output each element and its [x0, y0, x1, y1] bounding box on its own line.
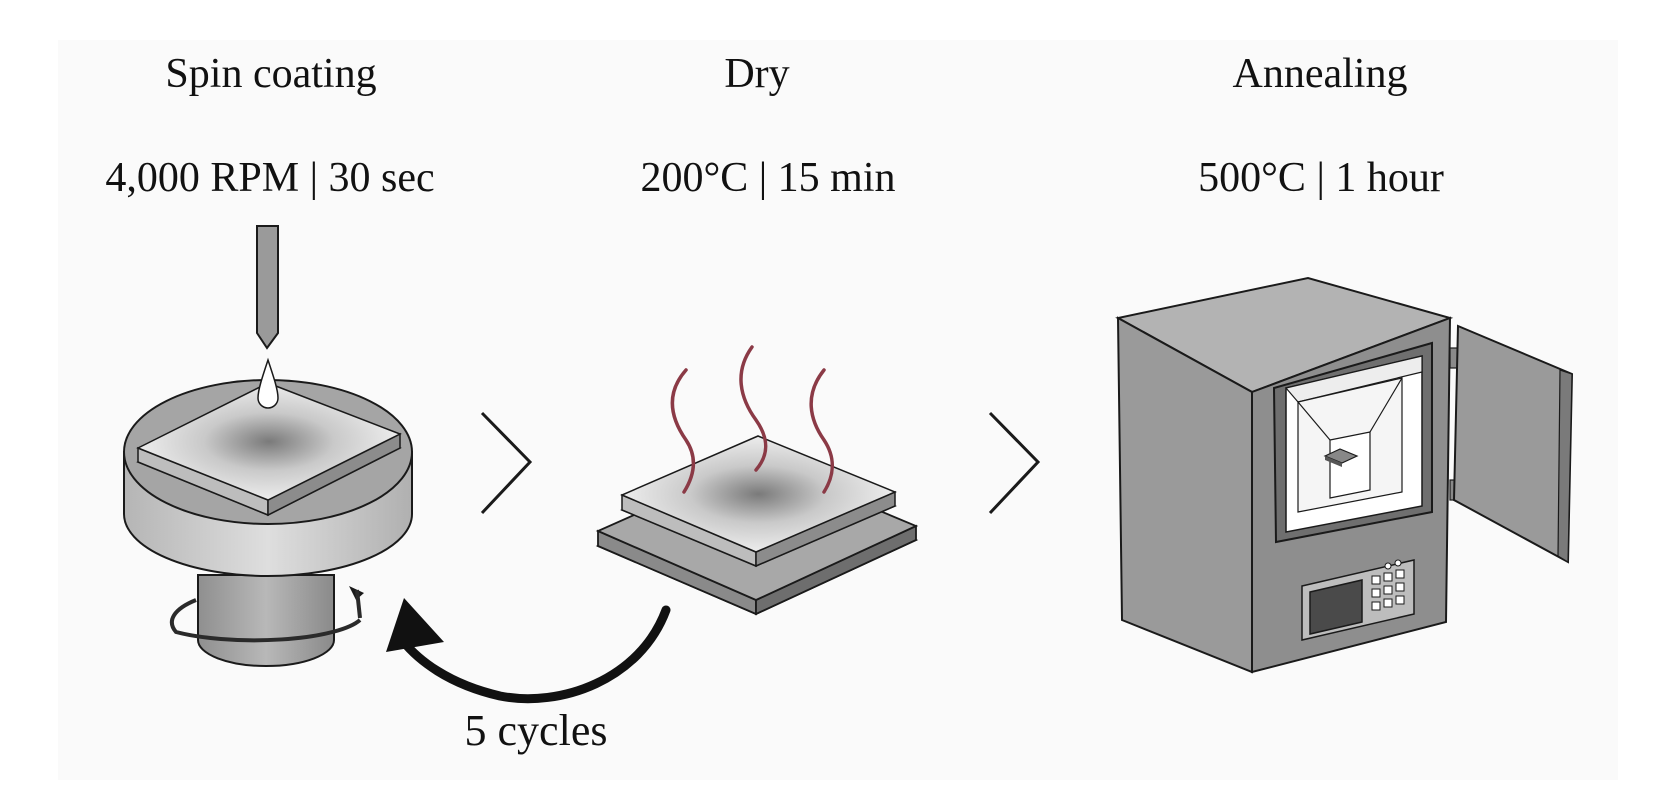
- curved-arrow-icon: [386, 598, 671, 704]
- step-params-spin-coating: 4,000 RPM | 30 sec: [105, 155, 435, 201]
- keypad-icon: [1371, 559, 1405, 611]
- step-params-annealing: 500°C | 1 hour: [1198, 155, 1444, 201]
- heat-waves-icon: [670, 345, 834, 494]
- step-title-spin-coating: Spin coating: [165, 51, 377, 97]
- spin-coater-icon: [123, 225, 413, 667]
- furnace-icon: [1115, 276, 1574, 674]
- step-params-dry: 200°C | 15 min: [640, 155, 896, 201]
- chevron-right-icon: [988, 411, 1041, 515]
- hotplate-icon: [595, 345, 919, 616]
- droplet-icon: [257, 357, 279, 409]
- cycles-label: 5 cycles: [464, 706, 608, 755]
- step-title-annealing: Annealing: [1232, 51, 1408, 97]
- chevron-right-icon: [480, 411, 533, 515]
- pipette-icon: [256, 225, 279, 350]
- step-title-dry: Dry: [724, 51, 790, 97]
- rotation-arrow-icon: [169, 586, 364, 643]
